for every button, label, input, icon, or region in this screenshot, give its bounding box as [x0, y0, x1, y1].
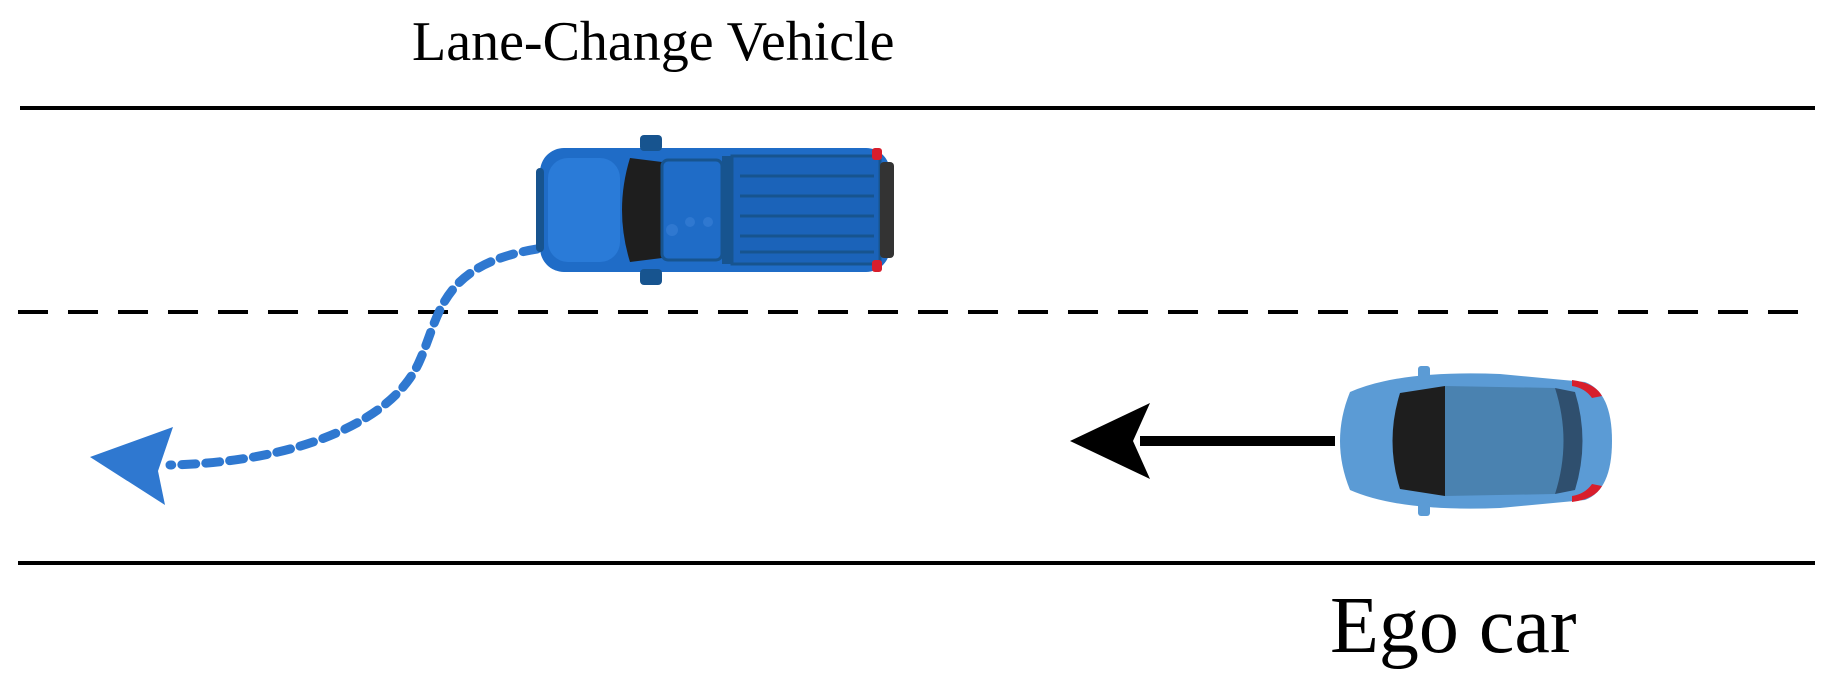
ego-direction-arrow: [1070, 403, 1335, 479]
ego-car-icon: [1340, 366, 1612, 516]
lane-change-trajectory: [165, 244, 542, 470]
trajectory-arrowhead: [90, 427, 173, 505]
lane-change-vehicle-label: Lane-Change Vehicle: [412, 11, 895, 73]
ego-car-label: Ego car: [1330, 582, 1577, 670]
lane-change-vehicle-icon: [536, 135, 894, 285]
